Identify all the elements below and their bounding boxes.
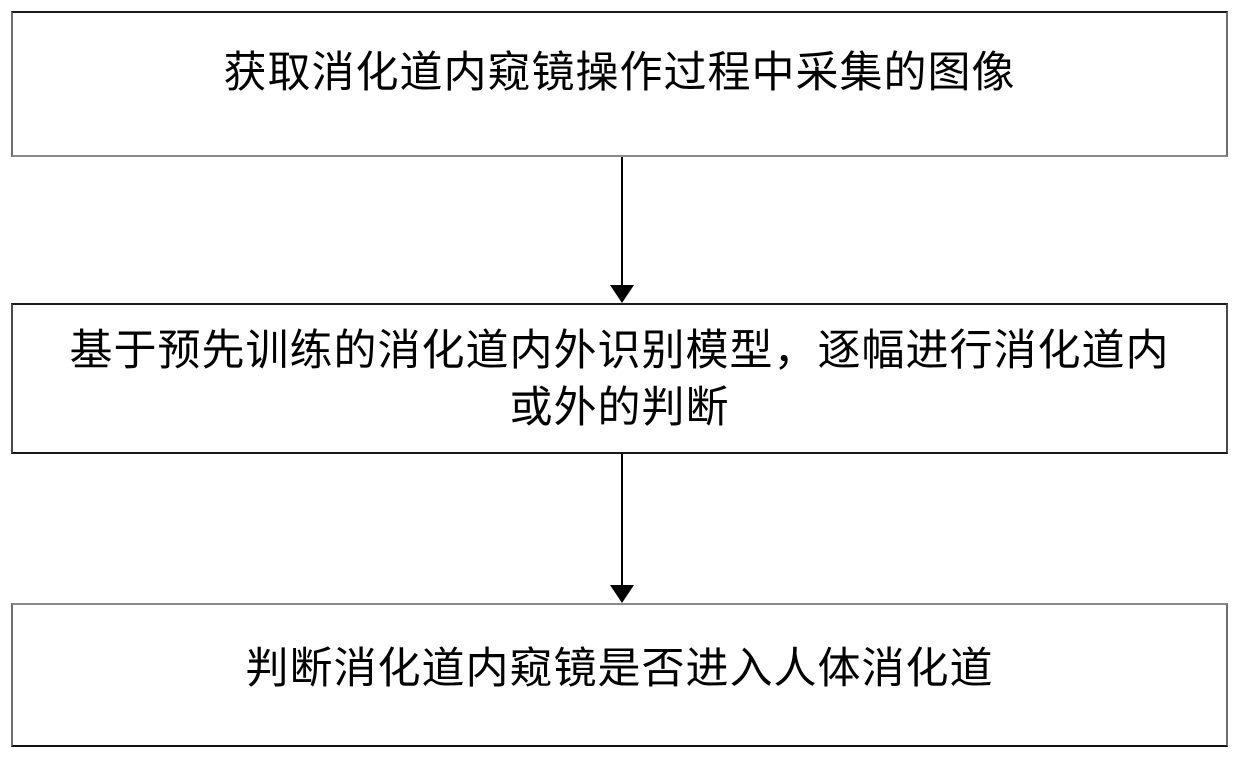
connector-shaft [621, 157, 623, 286]
flowchart-node-step-3[interactable]: 判断消化道内窥镜是否进入人体消化道 [11, 603, 1228, 747]
flowchart-node-step-1-label: 获取消化道内窥镜操作过程中采集的图像 [223, 48, 1016, 98]
connector-shaft [621, 454, 623, 586]
arrowhead-down-icon [610, 585, 634, 603]
flowchart-node-step-2[interactable]: 基于预先训练的消化道内外识别模型，逐幅进行消化道内 或外的判断 [11, 303, 1228, 454]
arrowhead-down-icon [610, 285, 634, 303]
flowchart-connector-arrow-1 [609, 157, 635, 303]
flowchart-node-step-2-label: 基于预先训练的消化道内外识别模型，逐幅进行消化道内 或外的判断 [69, 326, 1170, 433]
flowchart-node-step-1[interactable]: 获取消化道内窥镜操作过程中采集的图像 [11, 11, 1228, 157]
flowchart-node-step-3-label: 判断消化道内窥镜是否进入人体消化道 [245, 644, 994, 694]
flowchart-connector-arrow-2 [609, 454, 635, 603]
